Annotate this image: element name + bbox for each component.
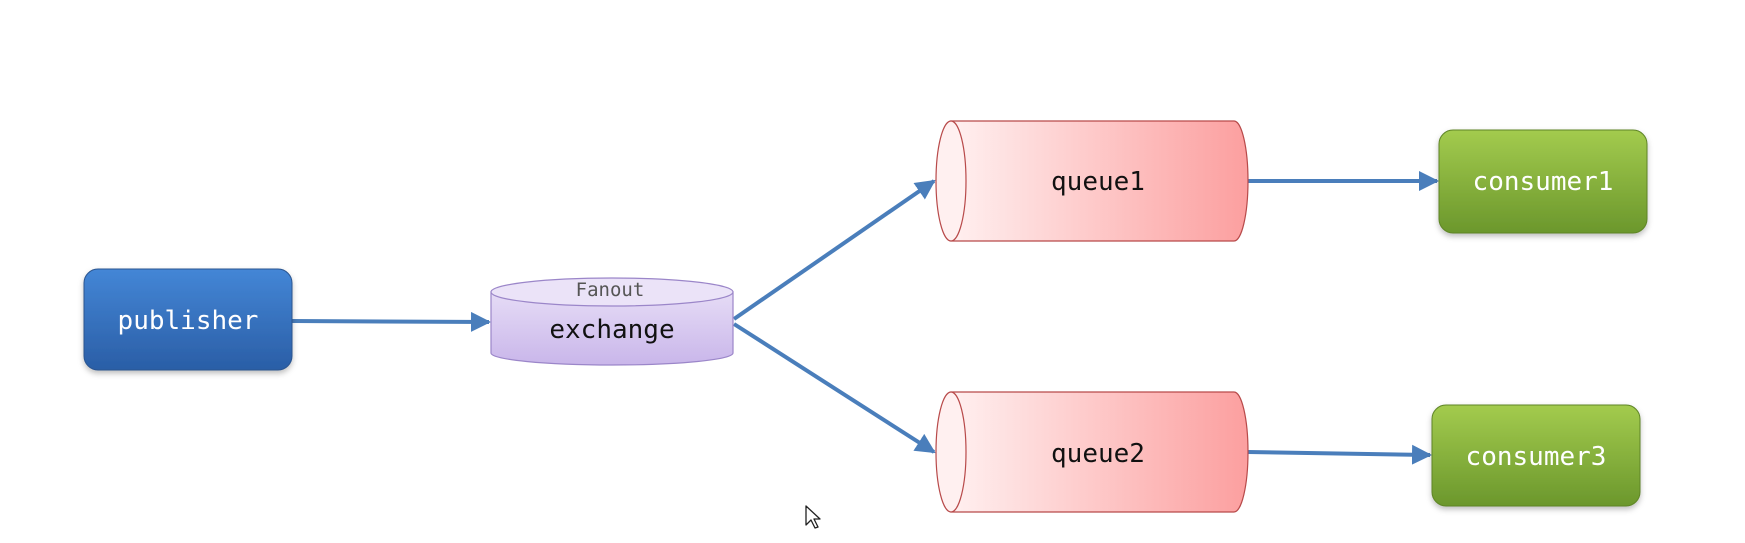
consumer3-node: [1431, 404, 1641, 507]
exchange-node: [490, 277, 734, 366]
arrow-queue2-to-consumer3: [1247, 444, 1432, 465]
arrow-exchange-to-queue1: [732, 179, 936, 321]
arrow-exchange-to-queue2: [732, 322, 936, 454]
consumer1-node: [1438, 129, 1648, 234]
queue2-label: queue2: [1051, 439, 1145, 469]
arrow-publisher-to-exchange: [291, 311, 491, 332]
mouse-pointer-icon: [805, 505, 821, 529]
consumer3-label: consumer3: [1466, 442, 1607, 472]
consumer1-label: consumer1: [1473, 167, 1614, 197]
exchange-type-label: Fanout: [576, 279, 645, 301]
queue1-node: [935, 120, 1249, 242]
exchange-label: exchange: [549, 315, 674, 345]
queue1-label: queue1: [1051, 167, 1145, 197]
publisher-node: [83, 268, 293, 371]
publisher-label: publisher: [118, 306, 259, 336]
queue2-node: [935, 391, 1249, 513]
